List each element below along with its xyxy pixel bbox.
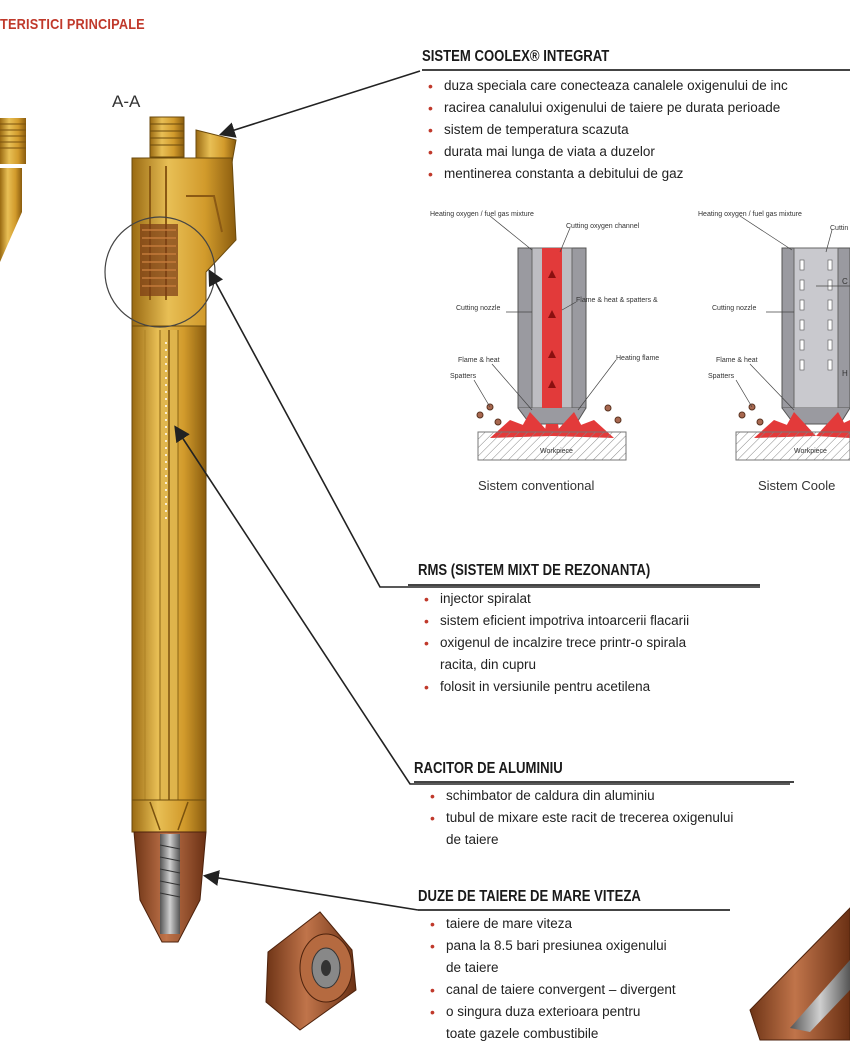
coolex-spatters-label: Spatters	[708, 373, 735, 380]
bullet-item: schimbator de caldura din aluminiu	[424, 785, 804, 807]
section-rule	[414, 781, 794, 783]
section-rule	[418, 909, 730, 911]
caption-coolex: Sistem Coole	[758, 478, 836, 493]
section-title: RMS (SISTEM MIXT DE REZONANTA)	[418, 562, 651, 579]
bullet-list: schimbator de caldura din aluminiu tubul…	[424, 785, 804, 851]
bullet-item: toate gazele combustibile	[446, 1026, 599, 1041]
section-rms: RMS (SISTEM MIXT DE REZONANTA) injector …	[408, 562, 768, 698]
heating-mix-label: Heating oxygen / fuel gas mixture	[430, 211, 534, 218]
section-title: RACITOR DE ALUMINIU	[414, 760, 563, 777]
section-aa-label: A-A	[112, 92, 141, 111]
section-title: SISTEM COOLEX® INTEGRAT	[422, 48, 610, 65]
section-coolex: SISTEM COOLEX® INTEGRAT duza speciala ca…	[422, 48, 850, 185]
bullet-item: racita, din cupru	[440, 657, 537, 672]
cutting-nozzle-label: Cutting nozzle	[456, 305, 500, 312]
workpiece-label: Workpiece	[540, 448, 573, 455]
spatters-label: Spatters	[450, 373, 477, 380]
heating-flame-label: Heating flame	[616, 355, 659, 362]
flame-heat-spatters-label: Flame & heat & spatters &	[576, 297, 658, 304]
conventional-nozzle: Workpiece Heating oxygen / fuel gas mixt…	[430, 211, 659, 461]
bullet-item: o singura duza exterioara pentru	[424, 1001, 738, 1023]
coolex-cutting-nozzle-label: Cutting nozzle	[712, 305, 756, 312]
bullet-item: canal de taiere convergent – divergent	[424, 979, 738, 1001]
section-rule	[408, 584, 760, 586]
bullet-item: racirea canalului oxigenului de taiere p…	[422, 97, 850, 119]
coolex-workpiece-label: Workpiece	[794, 448, 827, 455]
caption-conventional: Sistem conventional	[478, 478, 595, 493]
nozzle-render-right	[749, 907, 850, 1041]
bullet-item: taiere de mare viteza	[424, 913, 738, 935]
bullet-item: folosit in versiunile pentru acetilena	[418, 676, 768, 698]
page-title: TERISTICI PRINCIPALE	[0, 16, 145, 33]
bullet-item: de taiere	[446, 832, 499, 847]
bullet-item: durata mai lunga de viata a duzelor	[422, 141, 850, 163]
coolex-nozzle: Workpiece Heating oxygen / fuel gas mixt…	[698, 211, 850, 461]
torch-body	[104, 116, 237, 943]
bullet-item: de taiere	[446, 960, 499, 975]
coolex-h-label: H	[842, 369, 848, 378]
flame-heat-label: Flame & heat	[458, 357, 500, 364]
bullet-list: duza speciala care conecteaza canalele o…	[422, 75, 850, 185]
coolex-c-label: C	[842, 277, 848, 286]
bullet-item: pana la 8.5 bari presiunea oxigenului	[424, 935, 738, 957]
coolex-flame-heat-label: Flame & heat	[716, 357, 758, 364]
nozzle-render-left	[265, 911, 357, 1031]
section-rule	[422, 69, 850, 71]
section-racitor: RACITOR DE ALUMINIU schimbator de caldur…	[414, 760, 804, 851]
coolex-cutting-label: Cuttin	[830, 225, 848, 232]
bullet-item: tubul de mixare este racit de trecerea o…	[424, 807, 804, 829]
bullet-item: mentinerea constanta a debitului de gaz	[422, 163, 850, 185]
bullet-item: oxigenul de incalzire trece printr-o spi…	[418, 632, 768, 654]
cutting-channel-label: Cutting oxygen channel	[566, 223, 640, 230]
coolex-heating-mix-label: Heating oxygen / fuel gas mixture	[698, 211, 802, 218]
bullet-item: injector spiralat	[418, 588, 768, 610]
bullet-item: sistem eficient impotriva intoarcerii fl…	[418, 610, 768, 632]
bullet-item: duza speciala care conecteaza canalele o…	[422, 75, 850, 97]
callout-lines	[174, 70, 790, 911]
left-nozzle-fragment	[0, 118, 26, 262]
bullet-list: taiere de mare viteza pana la 8.5 bari p…	[424, 913, 738, 1045]
bullet-item: sistem de temperatura scazuta	[422, 119, 850, 141]
section-duze: DUZE DE TAIERE DE MARE VITEZA taiere de …	[418, 888, 738, 1045]
bullet-list: injector spiralat sistem eficient impotr…	[418, 588, 768, 698]
section-title: DUZE DE TAIERE DE MARE VITEZA	[418, 888, 641, 905]
nozzle-comparison-diagram: Workpiece Heating oxygen / fuel gas mixt…	[430, 211, 850, 461]
